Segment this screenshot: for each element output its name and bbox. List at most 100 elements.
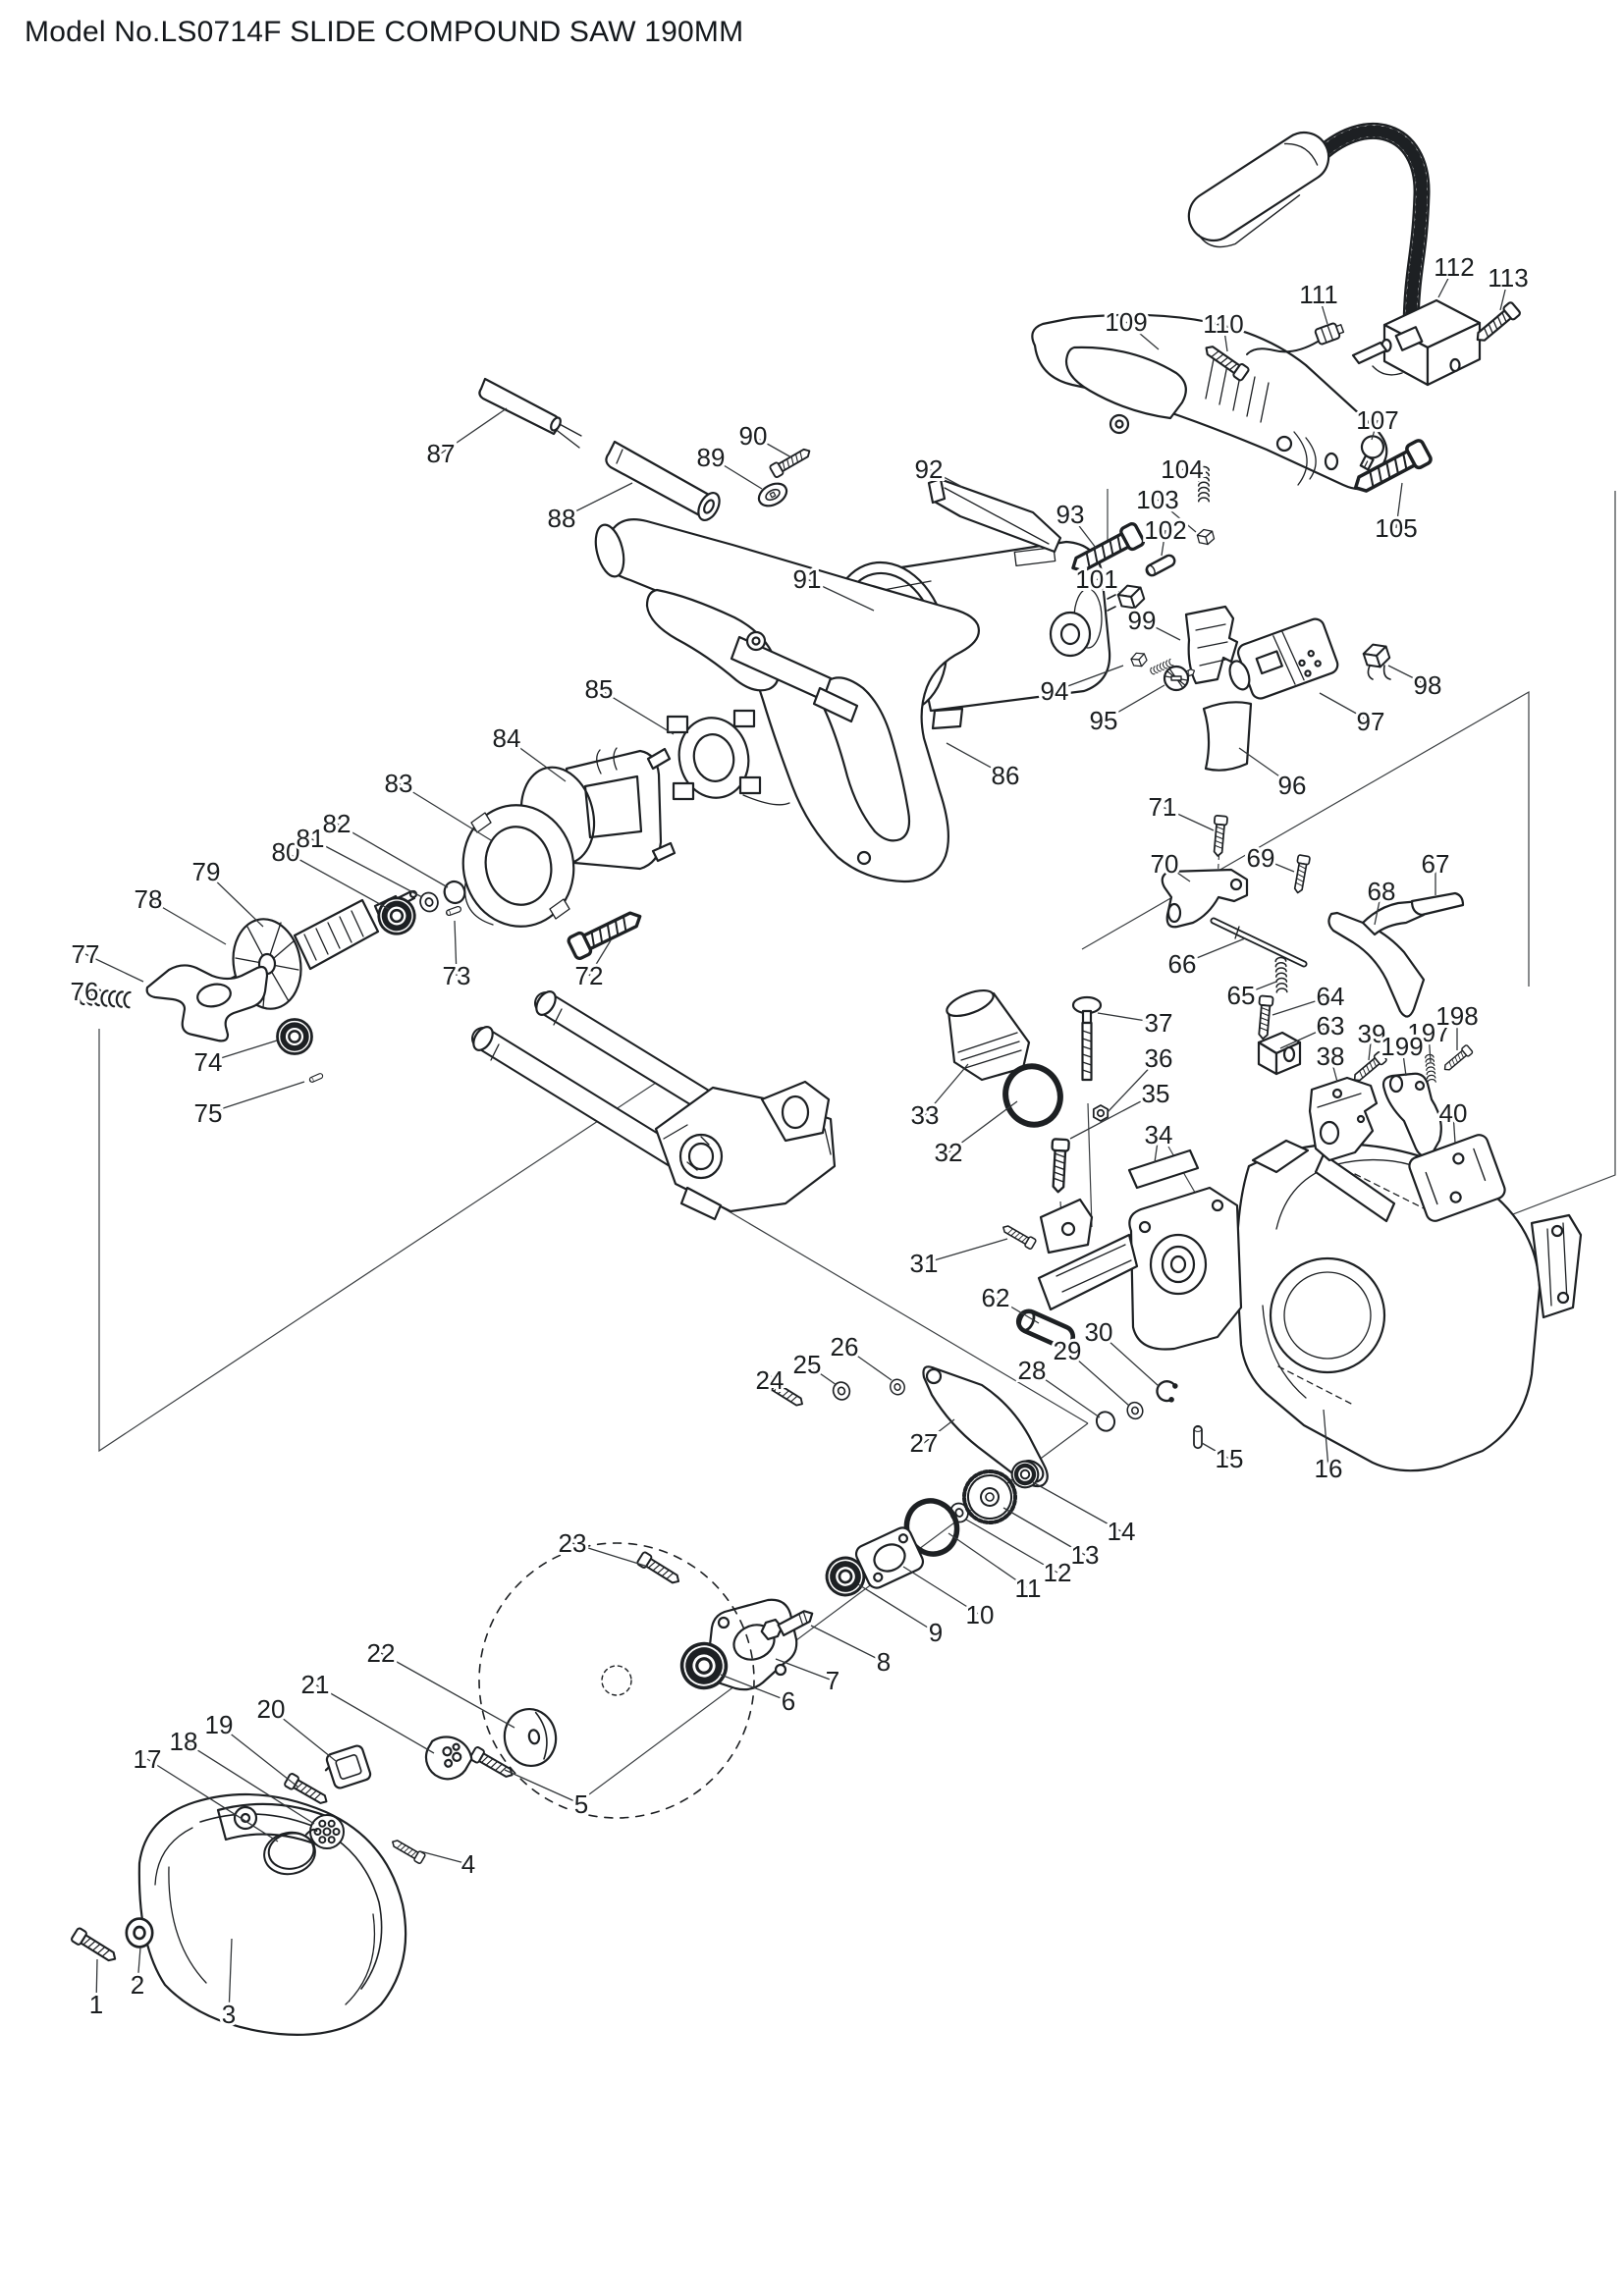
leader-69	[1260, 857, 1295, 873]
leader-107	[1371, 419, 1379, 441]
leader-99	[1141, 619, 1181, 641]
leader-22	[380, 1652, 515, 1729]
holder-38	[1308, 1076, 1396, 1223]
part-label-39: 39	[1358, 1019, 1386, 1048]
plug-111-wire	[1246, 341, 1319, 355]
leader-33	[924, 1063, 969, 1116]
leader-96	[1238, 747, 1293, 786]
leader-93	[1069, 513, 1097, 549]
leader-75	[207, 1081, 305, 1114]
leader-7	[775, 1658, 834, 1682]
part-label-96: 96	[1278, 771, 1307, 800]
block-63	[1257, 1031, 1302, 1076]
leader-65	[1240, 981, 1277, 996]
leader-104	[1181, 468, 1201, 480]
leader-81	[309, 837, 423, 898]
leader-92	[928, 468, 963, 488]
part-label-88: 88	[548, 504, 576, 533]
leader-6	[720, 1674, 789, 1702]
part-label-86: 86	[992, 761, 1020, 790]
part-label-92: 92	[915, 454, 944, 484]
part-label-18: 18	[170, 1727, 198, 1756]
leader-71	[1162, 806, 1215, 831]
part-label-199: 199	[1380, 1032, 1423, 1061]
part-label-13: 13	[1071, 1540, 1100, 1570]
clamp-103	[1195, 526, 1217, 548]
part-label-6: 6	[782, 1686, 795, 1716]
leader-98	[1387, 665, 1429, 686]
leader-76	[83, 990, 97, 998]
leader-86	[946, 742, 1006, 776]
leader-66	[1181, 937, 1246, 965]
part-label-103: 103	[1136, 485, 1178, 514]
construction-line-8	[1087, 1102, 1093, 1228]
part-label-64: 64	[1317, 982, 1345, 1011]
screw-31	[1000, 1221, 1038, 1251]
handle-housing-86	[594, 518, 980, 883]
part-label-1: 1	[89, 1990, 103, 2019]
part-label-35: 35	[1142, 1079, 1170, 1108]
switch-97	[1228, 617, 1339, 700]
leader-74	[207, 1040, 278, 1063]
part-label-16: 16	[1315, 1454, 1343, 1483]
oring-82	[440, 878, 469, 907]
holder-lever-199	[1381, 1072, 1442, 1158]
part-label-80: 80	[272, 837, 300, 867]
leader-101	[1096, 578, 1120, 592]
leader-26	[843, 1346, 893, 1381]
pin-75	[308, 1072, 324, 1084]
cap-95	[1163, 665, 1190, 692]
part-label-62: 62	[982, 1283, 1010, 1312]
part-label-73: 73	[443, 961, 471, 990]
part-label-29: 29	[1054, 1336, 1082, 1365]
knob-22	[499, 1703, 562, 1772]
part-label-34: 34	[1145, 1120, 1173, 1149]
part-label-104: 104	[1161, 454, 1203, 484]
part-label-70: 70	[1151, 849, 1179, 879]
part-label-69: 69	[1247, 843, 1275, 873]
part-label-90: 90	[739, 421, 768, 451]
pin-15	[1193, 1424, 1203, 1450]
rod-66	[1210, 917, 1308, 968]
leader-113	[1499, 277, 1509, 311]
leader-62	[995, 1297, 1040, 1324]
leader-28	[1031, 1369, 1101, 1418]
page-title: Model No.LS0714F SLIDE COMPOUND SAW 190M…	[25, 16, 744, 48]
leader-90	[752, 435, 792, 458]
leader-10	[902, 1566, 981, 1616]
screw-72	[566, 904, 647, 962]
leader-15	[1201, 1442, 1230, 1460]
part-label-40: 40	[1439, 1098, 1468, 1128]
part-label-25: 25	[793, 1350, 822, 1379]
leader-31	[923, 1238, 1008, 1264]
part-label-15: 15	[1216, 1444, 1244, 1473]
washer-81	[416, 889, 442, 915]
oring-28	[1093, 1408, 1118, 1435]
part-label-9: 9	[929, 1618, 943, 1647]
screw-71	[1211, 814, 1229, 858]
leader-23	[571, 1542, 649, 1568]
leader-3	[228, 1938, 233, 2015]
ring-gear-83	[461, 804, 575, 928]
screw-1	[69, 1926, 121, 1967]
leader-91	[806, 578, 875, 612]
screw-69	[1291, 853, 1312, 895]
leader-109	[1125, 321, 1160, 350]
leader-84	[506, 737, 567, 782]
part-label-30: 30	[1085, 1317, 1113, 1347]
leader-lines	[83, 266, 1509, 2015]
part-label-74: 74	[194, 1047, 223, 1077]
part-label-8: 8	[877, 1647, 891, 1677]
part-label-95: 95	[1090, 706, 1118, 735]
part-label-91: 91	[793, 564, 822, 594]
lamp-bracket-112	[1351, 298, 1482, 387]
part-label-24: 24	[756, 1365, 785, 1395]
leader-24	[769, 1379, 784, 1389]
leader-111	[1318, 294, 1328, 325]
leader-29	[1066, 1350, 1130, 1407]
leader-27	[923, 1418, 955, 1444]
brake-fork-77	[145, 964, 269, 1042]
